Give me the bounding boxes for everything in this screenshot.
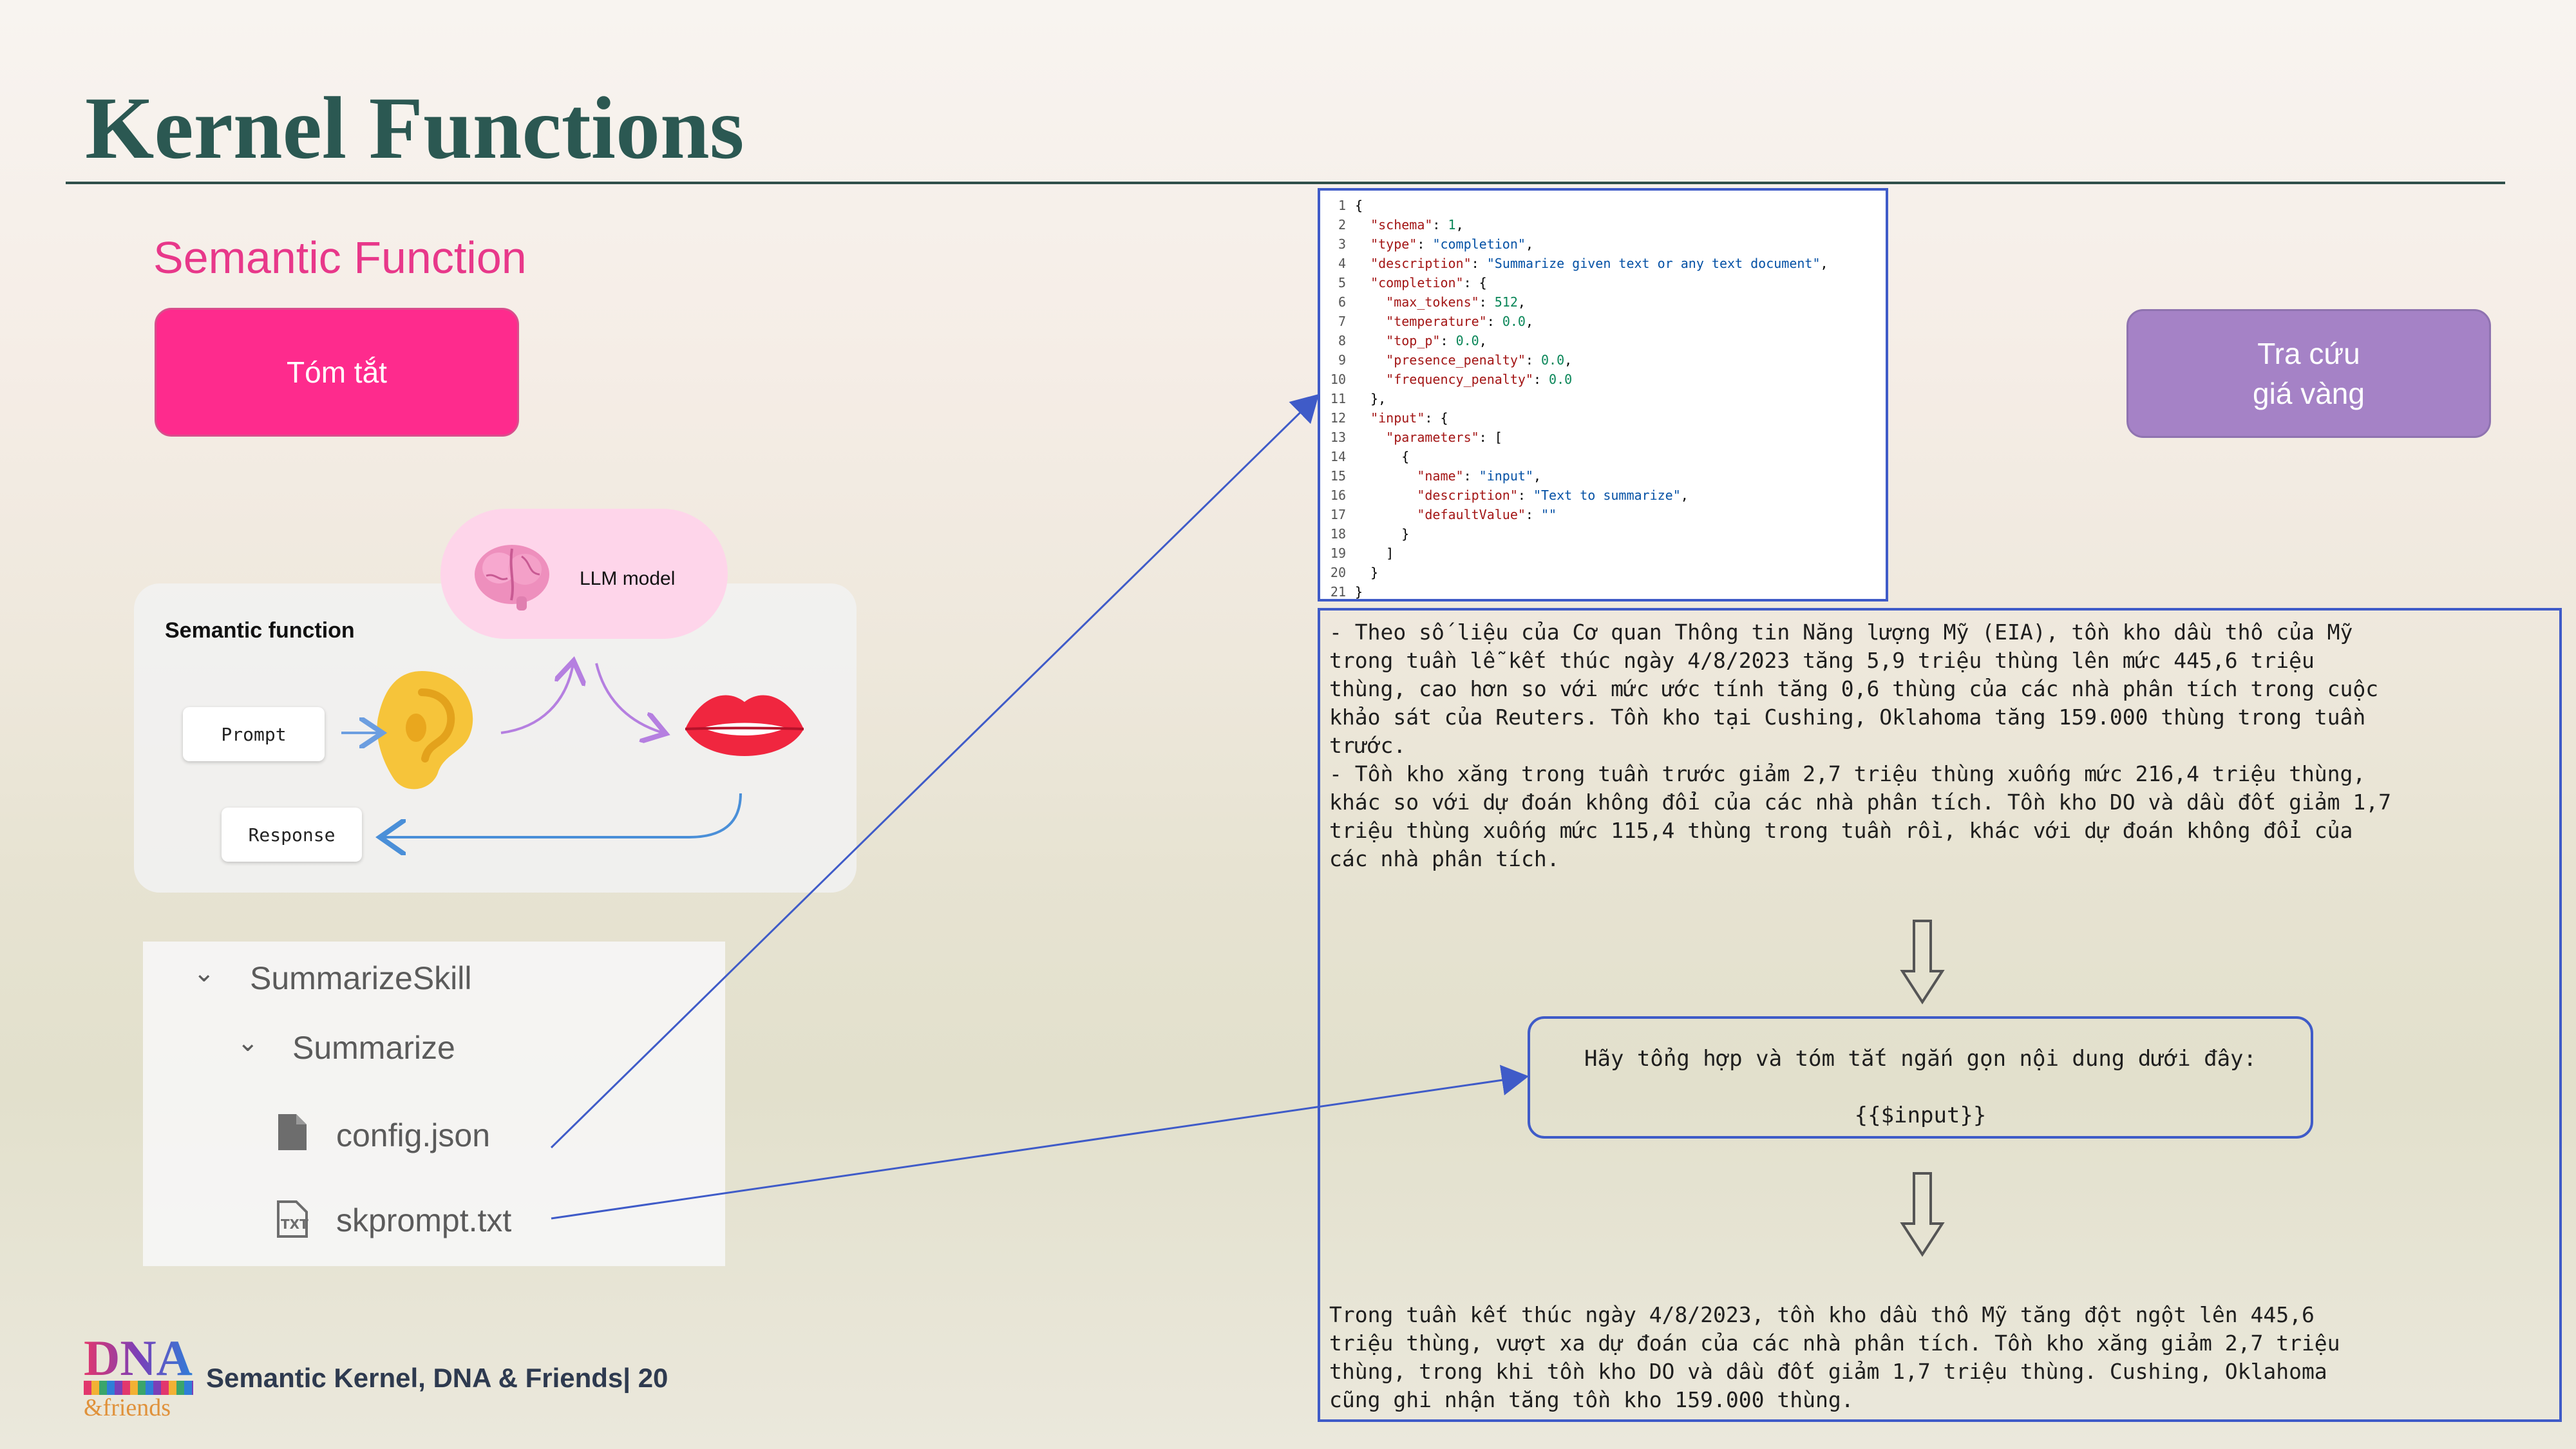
brain-icon [475, 545, 549, 611]
tree-folder-summarize[interactable]: Summarize [292, 1030, 455, 1066]
page-title: Kernel Functions [85, 79, 744, 177]
title-divider [66, 182, 2505, 184]
footer-text: Semantic Kernel, DNA & Friends| 20 [206, 1363, 668, 1393]
response-chip: Response [222, 808, 362, 862]
tree-folder-summarizeskill[interactable]: SummarizeSkill [250, 960, 472, 996]
prompt-chip: Prompt [183, 707, 325, 761]
input-text-line: - Theo số liệu của Cơ quan Thông tin Năn… [1329, 620, 2353, 645]
section-subtitle: Semantic Function [153, 232, 527, 283]
summarize-button[interactable]: Tóm tắt [155, 308, 519, 437]
json-line: 13 "parameters": [ [1330, 430, 1502, 445]
diagram-title: Semantic function [165, 618, 355, 643]
ear-icon [377, 671, 473, 790]
lookup-button-label-1: Tra cứu [2257, 336, 2360, 370]
json-line: 17 "defaultValue": "" [1330, 507, 1557, 522]
json-line: 9 "presence_penalty": 0.0, [1338, 352, 1573, 368]
input-text-line: thùng, cao hơn so với mức ước tính tăng … [1329, 676, 2379, 701]
json-line: 7 "temperature": 0.0, [1338, 314, 1533, 329]
json-line: 2 "schema": 1, [1338, 217, 1464, 232]
output-text-line: cũng ghi nhận tăng tồn kho 159.000 thùng… [1329, 1387, 1854, 1412]
summarize-flow-panel: - Theo số liệu của Cơ quan Thông tin Năn… [1318, 608, 2562, 1422]
prompt-template-line1: Hãy tổng hợp và tóm tắt ngắn gọn nội dun… [1584, 1046, 2257, 1072]
svg-text:TXT: TXT [281, 1217, 308, 1232]
input-text-line: trước. [1329, 733, 1406, 758]
prompt-label: Prompt [221, 723, 287, 745]
json-line: 12 "input": { [1330, 410, 1448, 426]
down-arrow-icon [1900, 1172, 1945, 1257]
prompt-template-input-var: {{$input}} [1854, 1103, 1987, 1128]
json-line: 21} [1330, 584, 1363, 600]
down-arrow-icon [1900, 920, 1945, 1005]
lookup-button-label-2: giá vàng [2253, 377, 2365, 410]
json-line: 6 "max_tokens": 512, [1338, 294, 1526, 310]
input-text-line: khác so với dự đoán không đổi của các nh… [1329, 790, 2392, 815]
json-line: 10 "frequency_penalty": 0.0 [1330, 372, 1573, 387]
json-line: 1{ [1338, 198, 1363, 213]
dna-friends-logo: DNA &friends [84, 1330, 193, 1421]
input-text-line: triệu thùng xuống mức 115,4 thùng trong … [1329, 818, 2353, 843]
output-text-line: thùng, trong khi tồn kho DO và dầu đốt g… [1329, 1359, 2327, 1384]
response-label: Response [248, 824, 336, 846]
diagram-arrows [341, 0, 742, 902]
prompt-template-box: Hãy tổng hợp và tóm tắt ngắn gọn nội dun… [1528, 1016, 2313, 1139]
gold-price-lookup-button[interactable]: Tra cứu giá vàng [2126, 309, 2491, 438]
tree-file-skprompt-txt[interactable]: skprompt.txt [336, 1202, 512, 1238]
json-line: 3 "type": "completion", [1338, 236, 1533, 252]
json-line: 15 "name": "input", [1330, 468, 1542, 484]
output-text-line: triệu thùng, vượt xa dự đoán của các nhà… [1329, 1331, 2340, 1356]
json-line: 8 "top_p": 0.0, [1338, 333, 1487, 348]
input-text-line: khảo sát của Reuters. Tồn kho tại Cushin… [1329, 705, 2366, 730]
json-line: 18 } [1330, 526, 1410, 542]
json-line: 16 "description": "Text to summarize", [1330, 488, 1689, 503]
summarize-button-label: Tóm tắt [287, 355, 387, 389]
json-line: 14 { [1330, 449, 1410, 464]
json-line: 4 "description": "Summarize given text o… [1338, 256, 1828, 271]
tree-file-config-json[interactable]: config.json [336, 1117, 491, 1153]
json-line: 20 } [1330, 565, 1379, 580]
json-line: 5 "completion": { [1338, 275, 1487, 290]
input-text-line: - Tồn kho xăng trong tuần trước giảm 2,7… [1329, 761, 2366, 786]
input-text-line: trong tuần lễ kết thúc ngày 4/8/2023 tăn… [1329, 648, 2315, 673]
chevron-down-icon[interactable]: ⌄ [193, 959, 215, 987]
txt-file-icon: TXT [277, 1200, 308, 1238]
output-text-line: Trong tuần kết thúc ngày 4/8/2023, tồn k… [1329, 1302, 2315, 1327]
json-line: 11 }, [1330, 391, 1387, 406]
file-icon [278, 1114, 307, 1150]
chevron-down-icon[interactable]: ⌄ [237, 1028, 259, 1057]
input-text-line: các nhà phân tích. [1329, 846, 1560, 871]
config-json-panel: 1{ 2 "schema": 1, 3 "type": "completion", 4… [1318, 188, 1888, 601]
json-line: 19 ] [1330, 545, 1394, 561]
